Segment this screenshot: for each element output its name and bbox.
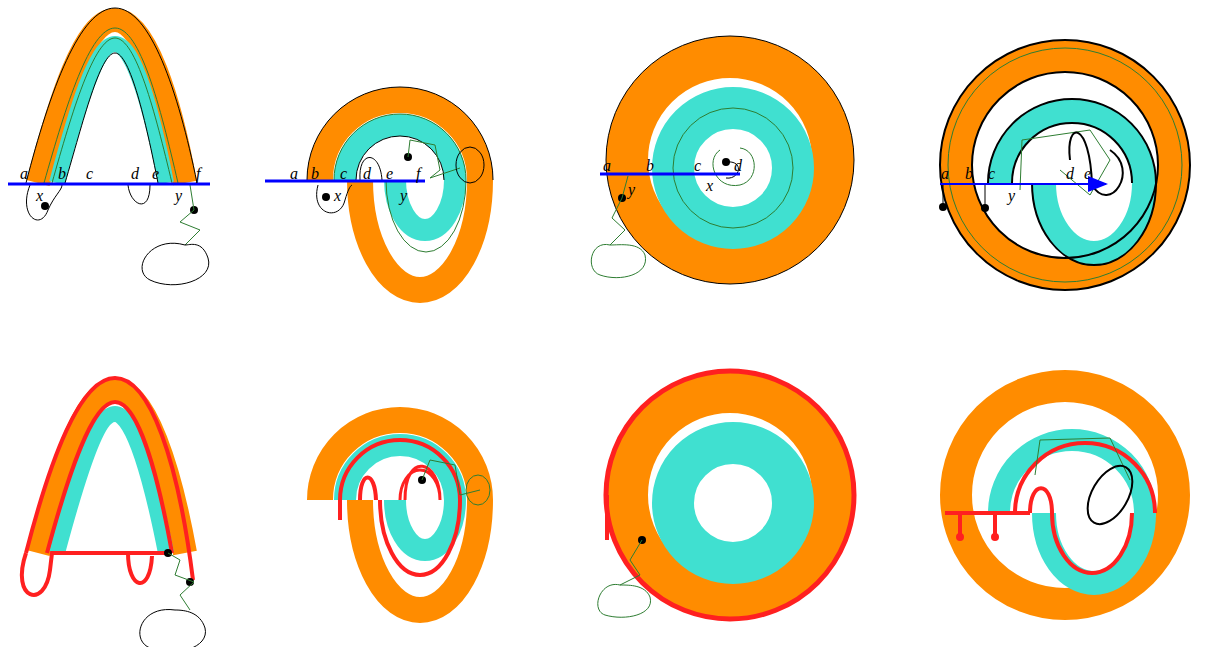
ring-shape (939, 40, 1190, 290)
point-label: b (965, 166, 973, 182)
point-label: b (646, 158, 654, 174)
point-label: a (20, 166, 28, 182)
point-label: e (152, 166, 159, 182)
point-label: d (1066, 166, 1074, 182)
point-label: y (628, 182, 635, 198)
a-shape (8, 8, 210, 285)
disc-shape (591, 36, 854, 284)
point-label: c (694, 158, 701, 174)
point-label: b (311, 166, 319, 182)
spiral-shape (265, 87, 493, 290)
point-label: c (340, 166, 347, 182)
point-label: e (386, 166, 393, 182)
point-label: x (334, 188, 341, 204)
point-label: e (1084, 166, 1091, 182)
point-label: x (36, 188, 43, 204)
point-label: d (734, 158, 742, 174)
point-label: c (86, 166, 93, 182)
point-label: y (1008, 188, 1015, 204)
point-label: y (175, 188, 182, 204)
a-shape-bottom (22, 378, 206, 647)
point-label: c (988, 166, 995, 182)
point-label: x (706, 178, 713, 194)
point-label: b (58, 166, 66, 182)
point-label: a (290, 166, 298, 182)
disc-shape-bottom (598, 371, 854, 619)
spiral-shape-bottom (320, 420, 490, 610)
point-label: d (131, 166, 139, 182)
point-label: d (363, 166, 371, 182)
point-label: y (400, 188, 407, 204)
point-label: f (416, 166, 420, 182)
ring-shape-bottom (945, 386, 1174, 604)
point-label: a (941, 166, 949, 182)
point-label: a (603, 158, 611, 174)
point-label: f (196, 166, 200, 182)
